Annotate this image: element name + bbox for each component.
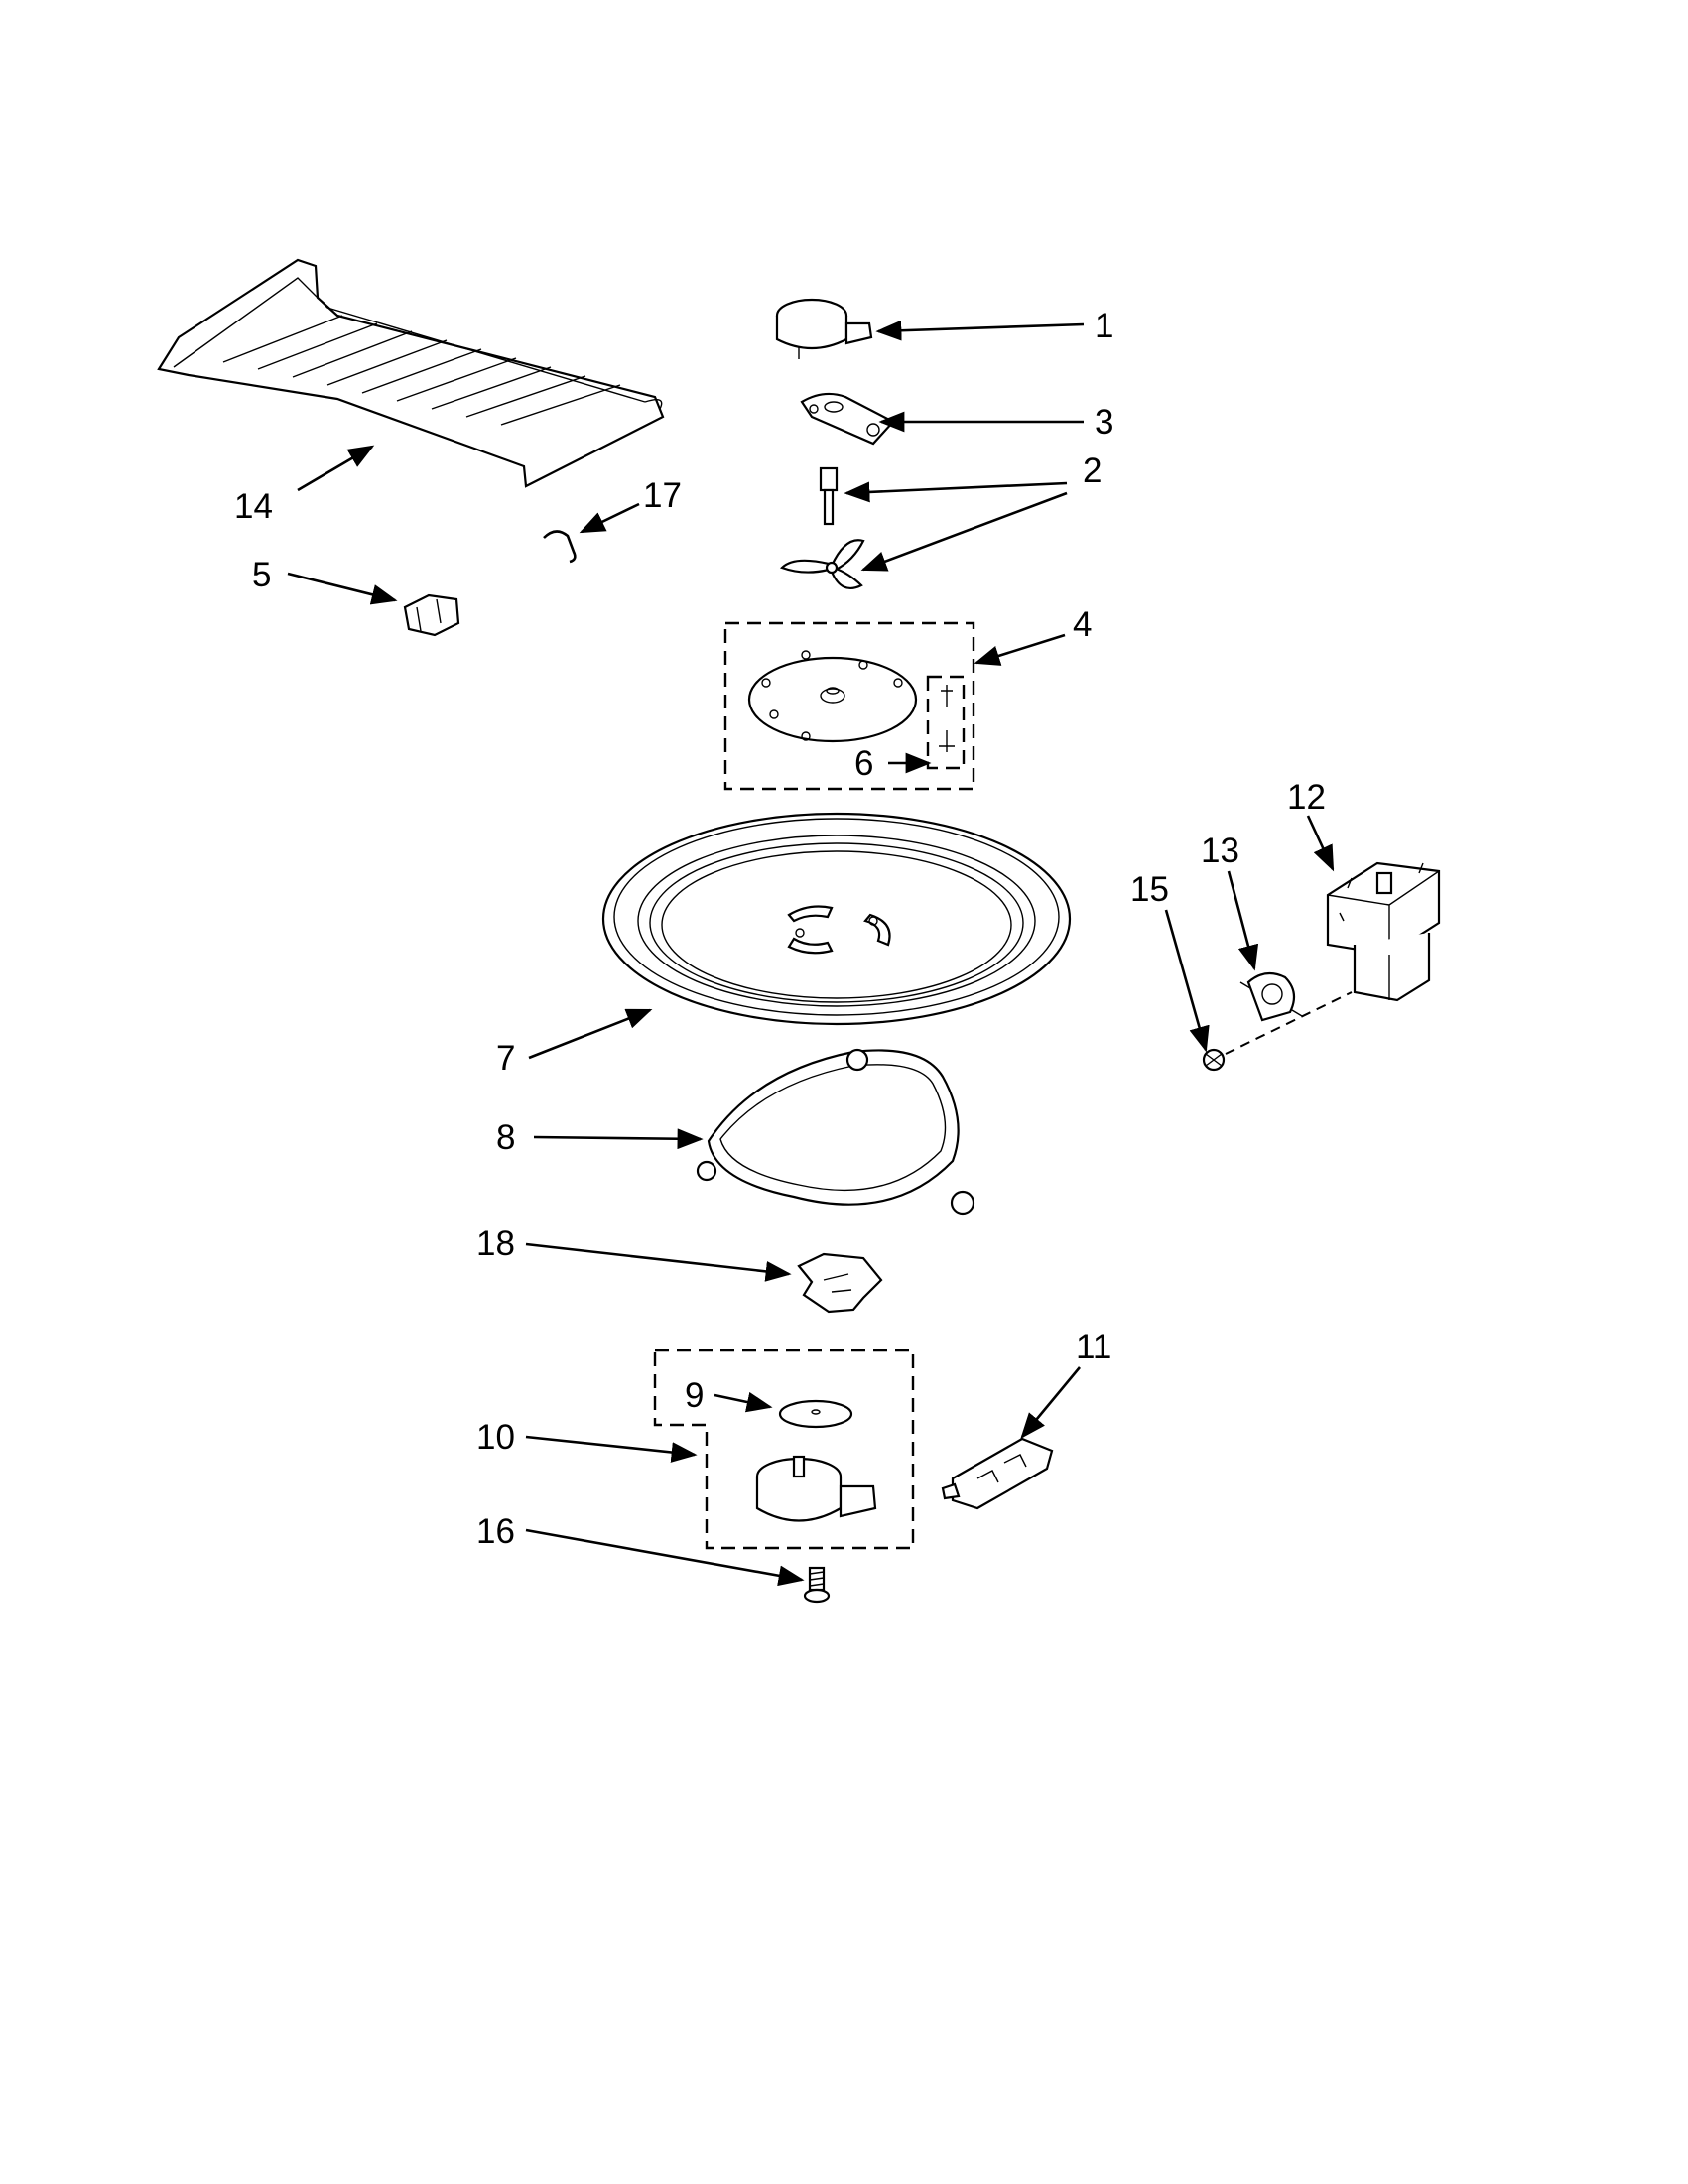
screw-16 bbox=[803, 1566, 831, 1604]
callout-1: 1 bbox=[1095, 307, 1113, 345]
callout-10: 10 bbox=[476, 1418, 515, 1457]
callout-16: 16 bbox=[476, 1512, 515, 1551]
callout-11: 11 bbox=[1076, 1328, 1111, 1366]
callout-6: 6 bbox=[854, 744, 873, 783]
screw-15 bbox=[1202, 1048, 1226, 1072]
turntable-tray bbox=[601, 812, 1072, 1026]
magnetron bbox=[1326, 861, 1441, 1002]
callout-3: 3 bbox=[1095, 403, 1113, 442]
leader-lines bbox=[287, 320, 1335, 1587]
stirrer-assembly bbox=[723, 621, 975, 791]
callout-4: 4 bbox=[1073, 605, 1092, 644]
callout-2: 2 bbox=[1083, 451, 1102, 490]
roller-ring bbox=[696, 1048, 975, 1216]
callout-15: 15 bbox=[1130, 870, 1169, 909]
oven-rack bbox=[157, 258, 665, 488]
fan-blade bbox=[779, 539, 865, 589]
callout-9: 9 bbox=[685, 1376, 704, 1415]
fan-motor bbox=[775, 298, 873, 359]
screw-axis bbox=[1225, 991, 1353, 1055]
callout-17: 17 bbox=[643, 476, 682, 515]
door-switch bbox=[941, 1437, 1054, 1510]
motor-bracket bbox=[800, 392, 895, 446]
rack-clip bbox=[543, 530, 577, 564]
callout-5: 5 bbox=[252, 556, 271, 594]
callout-14: 14 bbox=[234, 487, 273, 526]
callout-18: 18 bbox=[476, 1224, 515, 1263]
turntable-motor-assembly bbox=[653, 1349, 915, 1550]
thermostat bbox=[1239, 971, 1303, 1022]
rack-support bbox=[403, 593, 460, 637]
callout-12: 12 bbox=[1287, 778, 1326, 817]
callout-8: 8 bbox=[496, 1118, 515, 1157]
turntable-coupler bbox=[797, 1252, 883, 1314]
fan-shaft bbox=[819, 466, 839, 526]
callout-13: 13 bbox=[1201, 832, 1239, 870]
callout-7: 7 bbox=[496, 1039, 515, 1078]
callout-labels: 1 3 2 4 6 12 13 15 7 8 18 9 10 11 16 14 … bbox=[234, 307, 1326, 1551]
